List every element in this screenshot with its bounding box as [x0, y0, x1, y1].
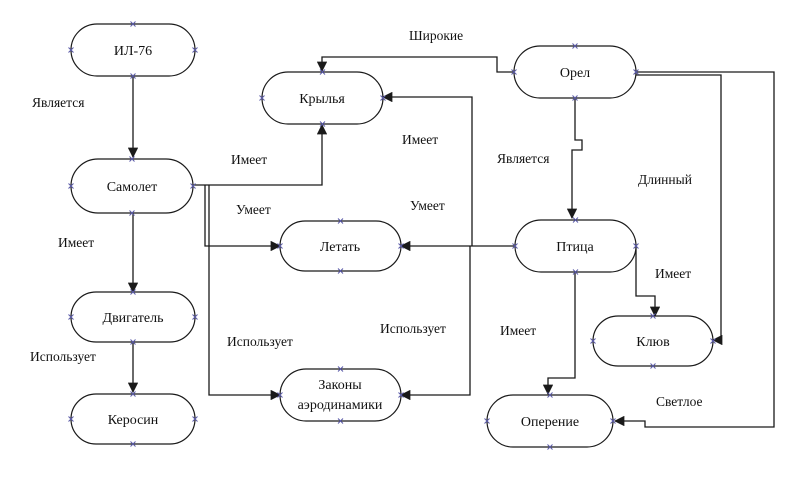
edge-label-ptitsa-krylya: Имеет — [402, 132, 438, 147]
node-dvigatel[interactable]: Двигатель — [70, 291, 196, 343]
node-label-il76: ИЛ-76 — [114, 44, 152, 59]
edge-label-ptitsa-klyuv: Имеет — [655, 266, 691, 281]
port-marker — [277, 392, 283, 398]
edge-ptitsa-klyuv — [635, 246, 661, 318]
node-label-samolet: Самолет — [107, 180, 158, 195]
port-marker — [319, 69, 326, 75]
port-marker — [130, 391, 136, 397]
edge-label-dvigatel-kerosin: Использует — [30, 349, 96, 364]
port-marker — [398, 392, 404, 398]
port-marker — [650, 313, 656, 319]
port-marker — [511, 69, 517, 75]
edge-ptitsa-krylya — [381, 91, 473, 246]
node-operenie[interactable]: Оперение — [486, 394, 614, 448]
node-label-zakony-line2: аэродинамики — [298, 398, 383, 413]
port-marker — [710, 338, 716, 344]
port-marker — [610, 418, 616, 424]
port-marker — [130, 21, 136, 27]
node-label-orel: Орел — [560, 66, 590, 81]
edges-layer — [127, 56, 775, 428]
node-klyuv[interactable]: Клюв — [592, 315, 714, 367]
port-marker — [572, 217, 579, 223]
port-marker — [337, 366, 344, 372]
port-marker — [68, 416, 74, 422]
port-marker — [398, 243, 404, 249]
node-letat[interactable]: Летать — [279, 220, 402, 272]
port-marker — [259, 95, 265, 101]
edge-label-orel-ptitsa: Является — [497, 151, 549, 166]
edge-label-samolet-letat: Умеет — [236, 202, 271, 217]
edge-orel-operenie — [613, 71, 775, 428]
node-krylya[interactable]: Крылья — [261, 71, 384, 125]
node-il76[interactable]: ИЛ-76 — [70, 23, 196, 77]
nodes-layer: ИЛ-76 Самолет Двигатель Керосин Крылья Л… — [70, 23, 714, 448]
node-orel[interactable]: Орел — [513, 45, 637, 99]
edge-label-orel-krylya: Широкие — [409, 28, 463, 43]
connection-ports-layer — [68, 21, 716, 450]
edge-label-samolet-dvigatel: Имеет — [58, 235, 94, 250]
port-marker — [68, 183, 74, 189]
port-marker — [484, 418, 490, 424]
node-label-operenie: Оперение — [521, 415, 579, 430]
port-marker — [572, 95, 578, 101]
node-zakony-aerodinamiki[interactable]: Законы аэродинамики — [279, 368, 402, 422]
edge-orel-krylya — [316, 56, 514, 73]
node-kerosin[interactable]: Керосин — [70, 393, 196, 445]
port-marker — [337, 418, 344, 424]
port-marker — [129, 210, 135, 216]
node-label-ptitsa: Птица — [556, 240, 594, 255]
edge-samolet-krylya — [193, 123, 328, 186]
port-marker — [547, 444, 553, 450]
port-marker — [337, 268, 344, 274]
edge-label-ptitsa-letat: Умеет — [410, 198, 445, 213]
edge-samolet-letat — [204, 185, 282, 252]
node-label-zakony-line1: Законы — [318, 378, 362, 393]
node-label-dvigatel: Двигатель — [103, 311, 164, 326]
edge-label-ptitsa-zakony: Использует — [380, 321, 446, 336]
node-ptitsa[interactable]: Птица — [514, 219, 637, 273]
edge-labels-layer: Является Имеет Использует Имеет Умеет Ис… — [30, 28, 703, 409]
edge-ptitsa-zakony — [399, 246, 471, 401]
edge-ptitsa-operenie — [542, 272, 576, 396]
port-marker — [192, 416, 198, 422]
port-marker — [192, 314, 198, 320]
port-marker — [572, 269, 579, 275]
port-marker — [130, 441, 136, 447]
port-marker — [192, 47, 198, 53]
port-marker — [190, 183, 196, 189]
edge-label-samolet-zakony: Использует — [227, 334, 293, 349]
edge-orel-klyuv — [636, 74, 723, 346]
node-label-klyuv: Клюв — [636, 335, 670, 350]
port-marker — [547, 392, 553, 398]
port-marker — [590, 338, 596, 344]
port-marker — [68, 47, 74, 53]
port-marker — [572, 43, 578, 49]
edge-label-ptitsa-operenie: Имеет — [500, 323, 536, 338]
edge-label-il76-samolet: Является — [32, 95, 84, 110]
node-label-kerosin: Керосин — [108, 413, 159, 428]
port-marker — [130, 289, 136, 295]
port-marker — [68, 314, 74, 320]
port-marker — [129, 156, 135, 162]
port-marker — [319, 121, 326, 127]
port-marker — [633, 243, 639, 249]
port-marker — [337, 218, 344, 224]
edge-label-samolet-krylya: Имеет — [231, 152, 267, 167]
edge-label-orel-klyuv: Длинный — [638, 172, 692, 187]
edge-label-orel-operenie: Светлое — [656, 394, 703, 409]
node-label-letat: Летать — [320, 240, 360, 255]
port-marker — [130, 339, 136, 345]
port-marker — [512, 243, 518, 249]
edge-orel-ptitsa — [566, 98, 583, 220]
port-marker — [380, 95, 386, 101]
port-marker — [633, 69, 639, 75]
node-label-krylya: Крылья — [299, 92, 345, 107]
node-samolet[interactable]: Самолет — [70, 158, 194, 214]
port-marker — [277, 243, 283, 249]
edge-samolet-zakony — [208, 185, 282, 401]
port-marker — [650, 363, 656, 369]
port-marker — [130, 73, 136, 79]
